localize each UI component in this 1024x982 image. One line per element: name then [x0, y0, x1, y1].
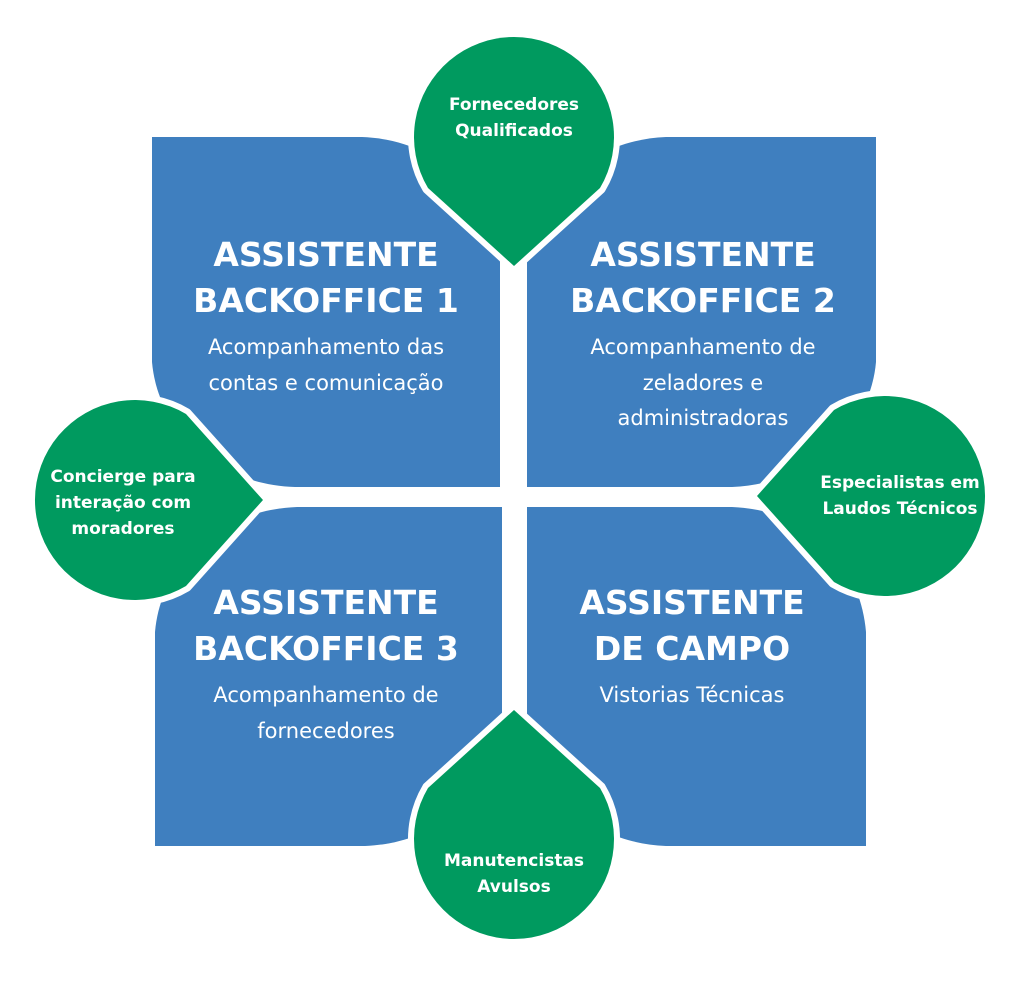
droplet-bottom-text: Manutencistas Avulsos [444, 851, 584, 897]
droplet-left-line1: Concierge para [50, 467, 195, 487]
droplet-left-text: Concierge para interação com moradores [50, 467, 195, 539]
droplet-top-text: Fornecedores Qualificados [449, 95, 579, 141]
quadrant-3-title-line2: BACKOFFICE 3 [193, 629, 459, 668]
droplet-bottom [408, 704, 620, 945]
quadrant-backoffice-1 [152, 137, 500, 487]
quadrant-4-text: ASSISTENTE DE CAMPO Vistorias Técnicas [579, 583, 804, 707]
droplet-top [408, 31, 620, 272]
quadrant-4-desc-line1: Vistorias Técnicas [600, 683, 785, 707]
droplet-bottom-line1: Manutencistas [444, 851, 584, 871]
droplet-right-text: Especialistas em Laudos Técnicos [820, 473, 979, 519]
quadrant-backoffice-3 [155, 507, 502, 846]
quadrant-4-title-line1: ASSISTENTE [579, 583, 804, 622]
droplet-right-line2: Laudos Técnicos [822, 499, 977, 519]
quadrant-2-title-line2: BACKOFFICE 2 [570, 281, 836, 320]
quadrant-3-text: ASSISTENTE BACKOFFICE 3 Acompanhamento d… [193, 583, 459, 743]
droplet-left-line2: interação com [55, 493, 191, 513]
quadrant-3-desc-line1: Acompanhamento de [213, 683, 438, 707]
quadrant-2-text: ASSISTENTE BACKOFFICE 2 Acompanhamento d… [570, 235, 836, 430]
droplet-right [751, 390, 991, 602]
droplet-right-line1: Especialistas em [820, 473, 979, 493]
droplet-left [29, 394, 269, 606]
quadrant-1-text: ASSISTENTE BACKOFFICE 1 Acompanhamento d… [193, 235, 459, 395]
droplet-top-line1: Fornecedores [449, 95, 579, 115]
quadrant-1-desc-line1: Acompanhamento das [208, 335, 444, 359]
droplet-bottom-line2: Avulsos [477, 877, 550, 897]
droplets [29, 31, 991, 945]
quadrant-de-campo [527, 507, 866, 846]
quadrant-1-desc-line2: contas e comunicação [209, 371, 444, 395]
quadrant-1-title-line1: ASSISTENTE [213, 235, 438, 274]
quadrant-3-desc-line2: fornecedores [257, 719, 394, 743]
quadrant-3-title-line1: ASSISTENTE [213, 583, 438, 622]
quadrant-4-title-line2: DE CAMPO [594, 629, 790, 668]
quadrant-backoffice-2 [527, 137, 876, 487]
droplet-top-line2: Qualificados [455, 121, 573, 141]
quadrant-1-title-line2: BACKOFFICE 1 [193, 281, 459, 320]
quadrant-2-desc-line1: Acompanhamento de [590, 335, 815, 359]
droplet-left-line3: moradores [71, 519, 174, 539]
quadrants [152, 137, 876, 846]
quadrant-2-desc-line3: administradoras [618, 406, 789, 430]
quadrant-2-desc-line2: zeladores e [643, 371, 763, 395]
quadrant-2-title-line1: ASSISTENTE [590, 235, 815, 274]
